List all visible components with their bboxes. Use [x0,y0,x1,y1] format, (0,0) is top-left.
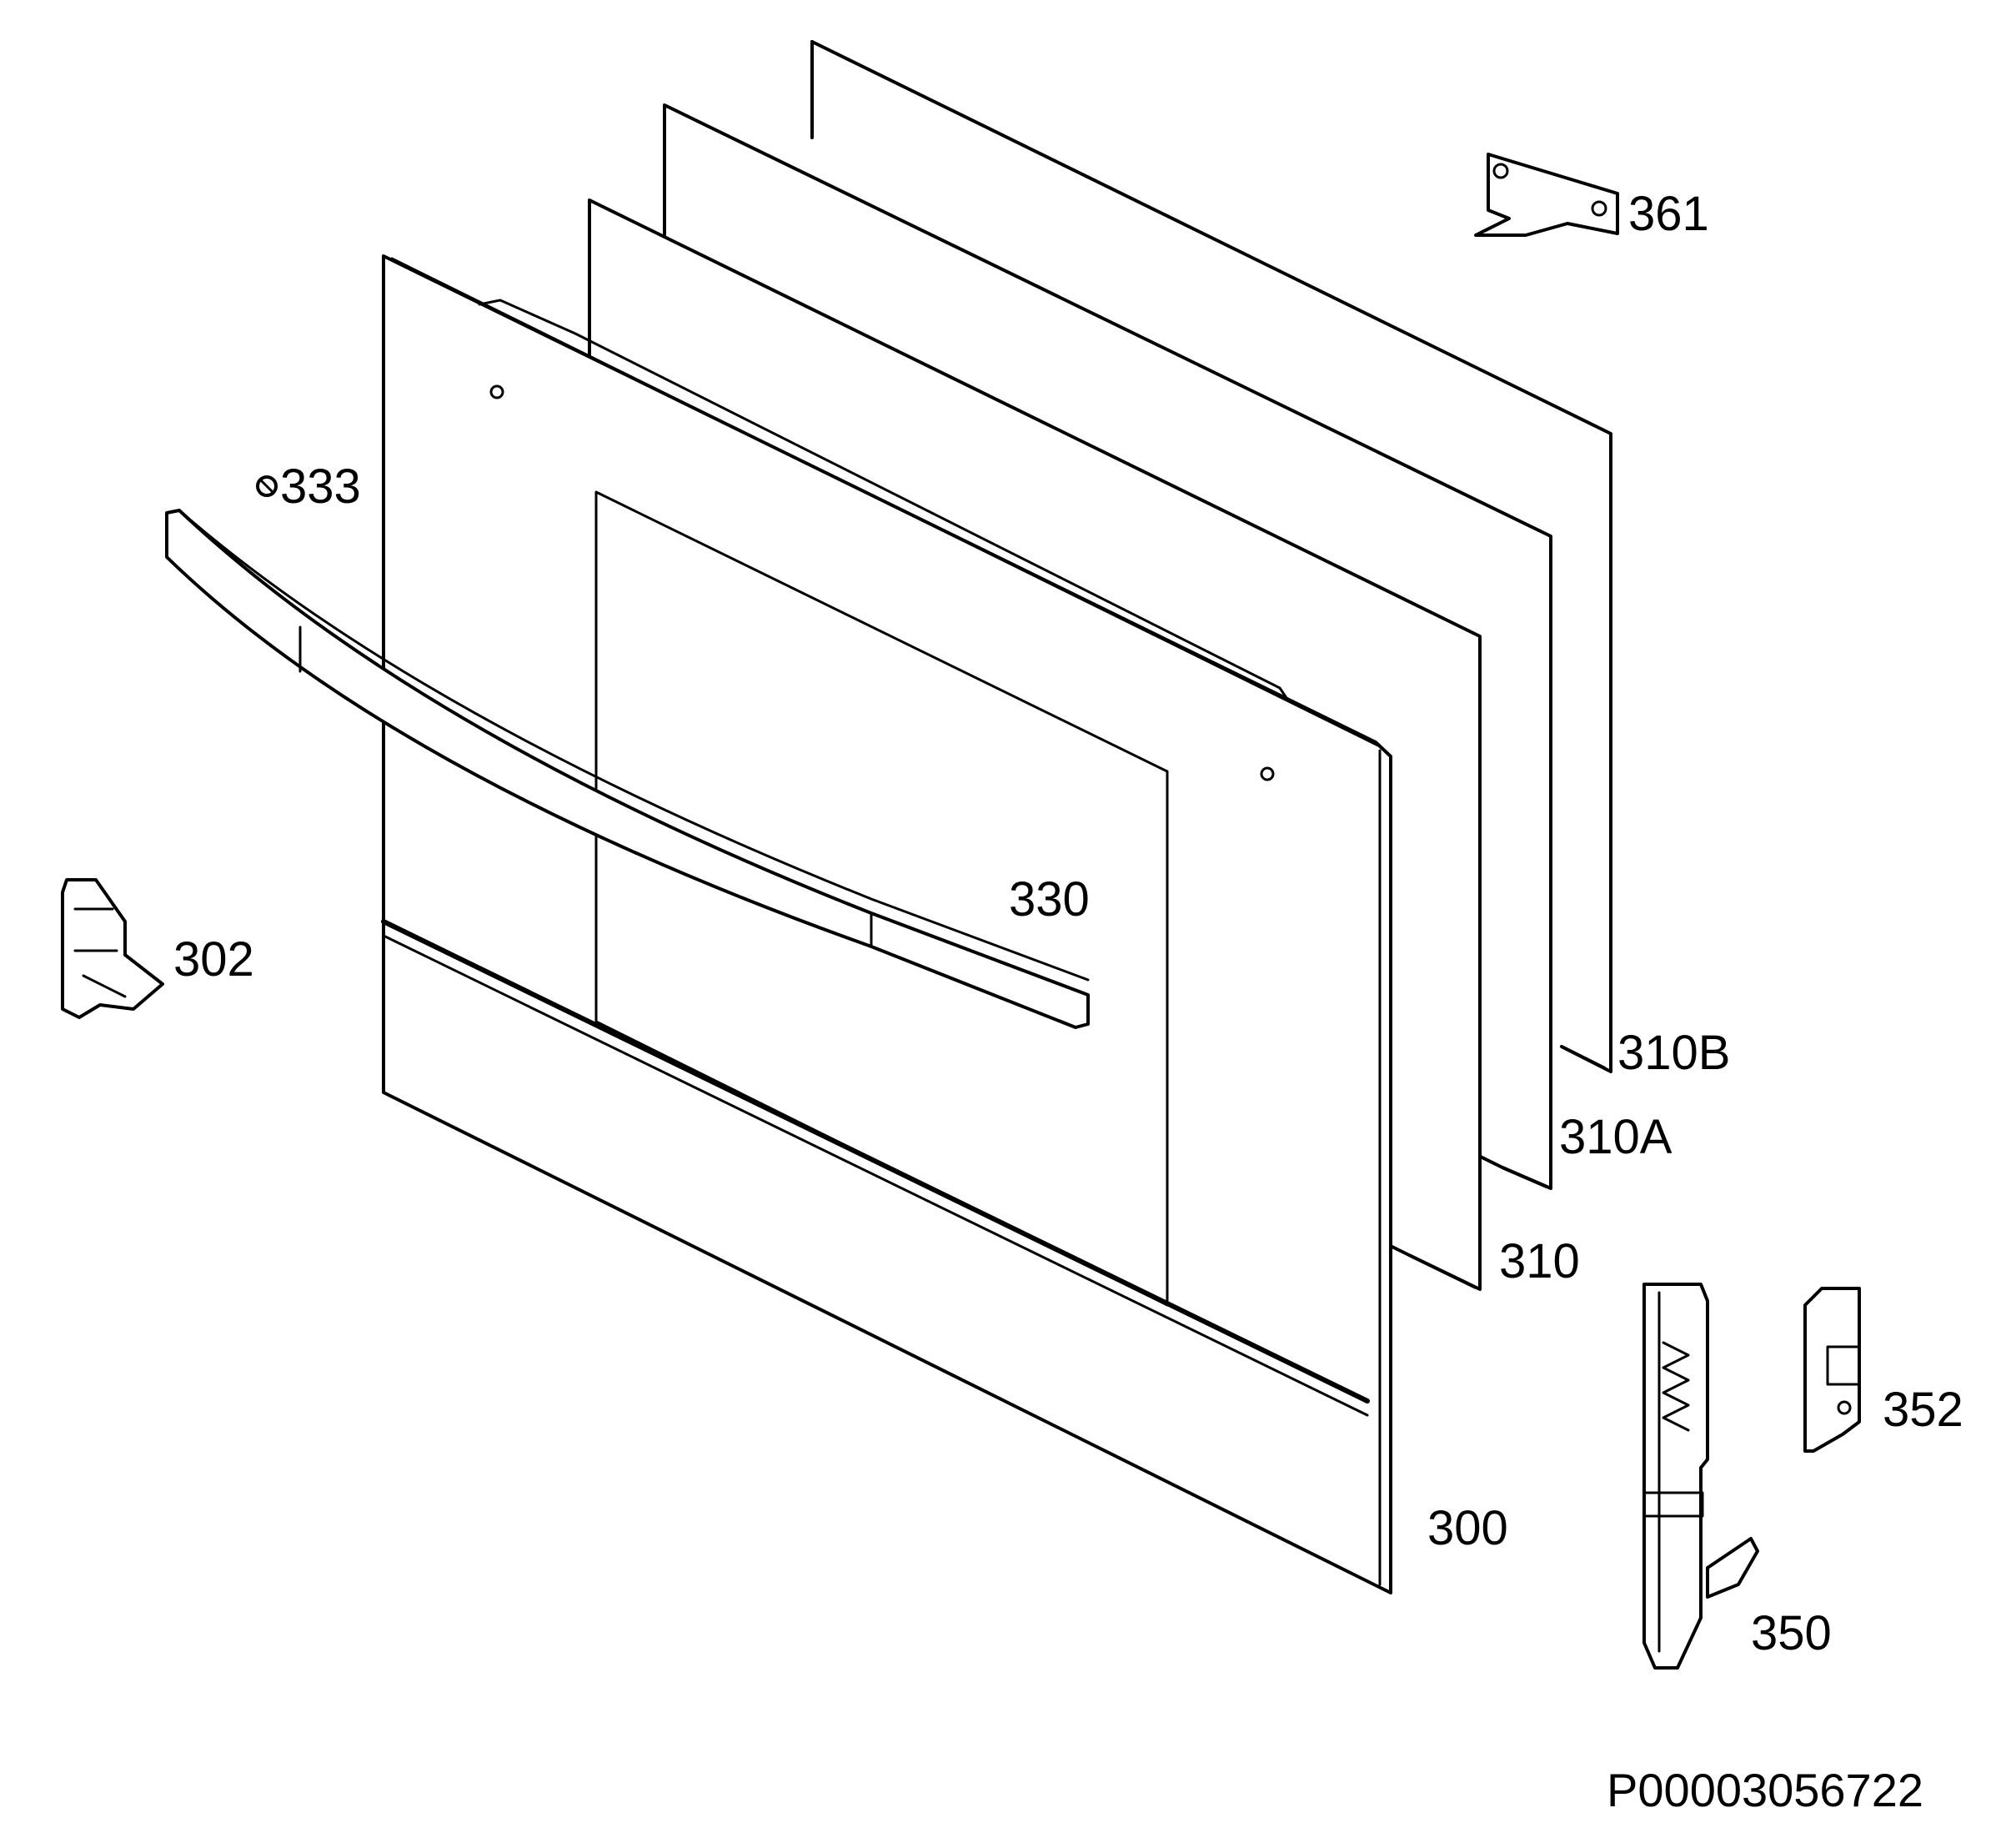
label-302: 302 [173,932,254,987]
label-310b: 310B [1617,1026,1730,1080]
door-handle-330[interactable] [165,509,1090,1029]
label-330: 330 [1009,872,1090,927]
label-333: 333 [280,459,361,514]
hinge-catch-302[interactable] [61,878,164,1019]
label-350: 350 [1751,1606,1832,1660]
label-352: 352 [1883,1383,1963,1437]
leader-line-310b [1561,1045,1606,1070]
label-310a: 310A [1559,1110,1673,1164]
screw-333[interactable] [256,475,278,497]
hinge-350[interactable] [1642,1283,1759,1670]
hinge-bracket-361[interactable] [1474,153,1619,237]
label-310: 310 [1499,1234,1580,1288]
leader-line-310 [1408,1253,1477,1289]
drawing-code: P00003056722 [1607,1764,1923,1816]
leader-line-310a [1502,1166,1547,1188]
label-300: 300 [1427,1501,1508,1555]
hinge-receiver-352[interactable] [1803,1287,1861,1453]
label-361: 361 [1628,187,1709,241]
